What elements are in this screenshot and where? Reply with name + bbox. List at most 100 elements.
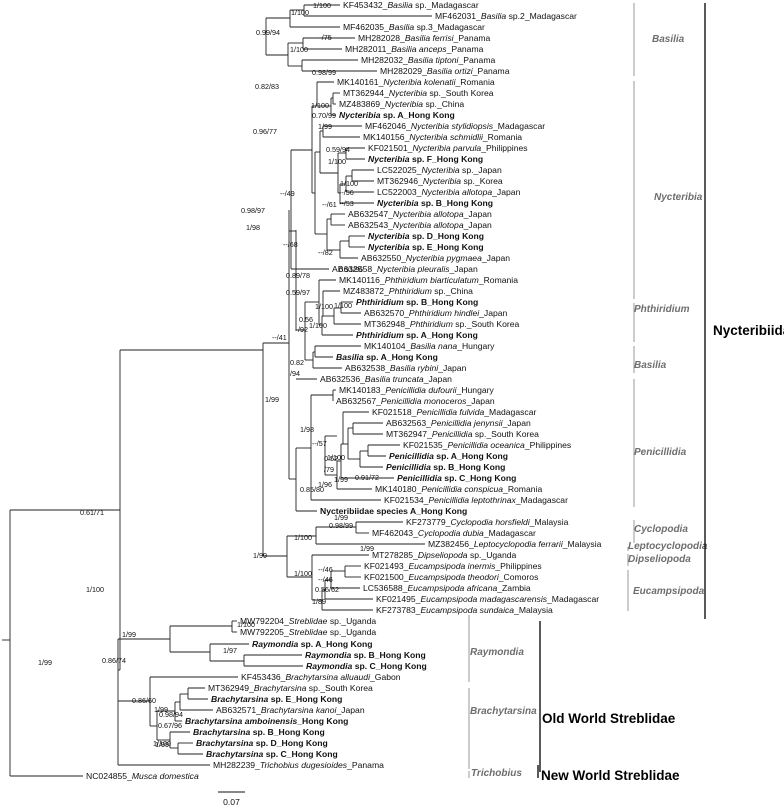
accession-id: KF021493_ <box>364 561 409 571</box>
taxon-locality: sp. B_Hong Kong <box>404 297 478 307</box>
accession-id: MH282239_ <box>213 760 260 770</box>
support-value: 1/100 <box>340 179 358 188</box>
taxon-locality: sp._Korea <box>461 176 503 186</box>
support-value: 1/100 <box>86 585 104 594</box>
support-value: 1/100 <box>311 101 329 110</box>
support-value: --/46 <box>318 575 333 584</box>
tip-label: Brachytarsina sp. E_Hong Kong <box>211 694 342 704</box>
accession-id: LC522003_ <box>377 187 422 197</box>
taxon-locality: _Japan <box>335 705 364 715</box>
tip-label: KF021518_Penicillidia fulvida_Madagascar <box>372 407 536 417</box>
taxon-name: Basilia tiptoni <box>408 55 460 65</box>
taxon-locality: _Madagascar <box>483 407 536 417</box>
tip-label: KF021493_Eucampsipoda inermis_Philippine… <box>364 561 542 571</box>
tip-label: MW792205_Streblidae sp._Uganda <box>240 627 376 637</box>
support-value: 1/100 <box>334 301 352 310</box>
taxon-name: Penicillidia monoceros <box>381 396 467 406</box>
support-value: 1/100 <box>294 569 312 578</box>
tip-label: MK140104_Basilia nana_Hungary <box>364 341 495 351</box>
accession-id: LC536588_ <box>363 583 408 593</box>
accession-id: KF021500_ <box>364 572 409 582</box>
taxon-locality: _Madagascar <box>492 121 545 131</box>
accession-id: MK140104_ <box>364 341 411 351</box>
taxon-name: Basilia <box>481 11 507 21</box>
taxon-name: Nycteribia allotopa <box>393 209 464 219</box>
taxon-locality: _Philippines <box>494 561 541 571</box>
accession-id: MZ483872_ <box>343 286 389 296</box>
support-value: 0.98/94 <box>159 710 183 719</box>
taxon-locality: _Panama <box>453 33 491 43</box>
accession-id: AB632536_ <box>320 374 365 384</box>
support-value: 1/100 <box>294 533 312 542</box>
taxon-locality: sp.3_Madagascar <box>414 22 485 32</box>
taxon-name: Brachytarsina <box>206 749 264 759</box>
support-value: 1/100 <box>313 1 331 10</box>
taxon-locality: sp. D_Hong Kong <box>410 231 484 241</box>
tip-label: AB632558_Nycteribia pleuralis_Japan <box>332 264 478 274</box>
support-value: 1/100 <box>315 302 333 311</box>
taxon-name: Phthiridium <box>389 286 432 296</box>
taxon-locality: _Japan <box>481 253 510 263</box>
accession-id: NC024855_ <box>86 771 132 781</box>
support-value: 1/99 <box>334 475 348 484</box>
accession-id: KF453432_ <box>343 0 388 10</box>
support-value: 1/99 <box>334 513 348 522</box>
tip-label: Brachytarsina sp. B_Hong Kong <box>193 727 325 737</box>
taxon-locality: sp._Uganda <box>468 550 517 560</box>
support-value: --/53 <box>339 199 354 208</box>
accession-id: MF462046_ <box>365 121 411 131</box>
accession-id: MK140180_ <box>375 484 422 494</box>
taxon-name: Phthiridium <box>356 297 404 307</box>
taxon-locality: sp. C_Hong Kong <box>442 473 516 483</box>
tip-label: AB632563_Penicillidia jenynsii_Japan <box>386 418 531 428</box>
support-value: 1/98 <box>300 425 314 434</box>
taxon-locality: sp. B_Hong Kong <box>351 650 425 660</box>
support-value: 0.96/77 <box>253 127 277 136</box>
support-value: 0.82 <box>290 358 304 367</box>
accession-id: AB632567_ <box>336 396 381 406</box>
taxon-name: Streblidae <box>289 627 328 637</box>
accession-id: KF021534_ <box>384 495 429 505</box>
taxon-locality: sp. B_Hong Kong <box>250 727 324 737</box>
tip-label: KF021495_Eucampsipoda madagascarensis_Ma… <box>376 594 599 604</box>
tip-label: Raymondia sp. A_Hong Kong <box>252 639 372 649</box>
accession-id: MH282032_ <box>361 55 408 65</box>
taxon-name: Penicillidia leptothrinax <box>428 495 516 505</box>
tip-label: MH282239_Trichobius dugesioides_Panama <box>213 760 384 770</box>
tip-label: Nycteribiidae species A_Hong Kong <box>320 506 467 516</box>
tree-branches <box>2 4 432 777</box>
accession-id: KF021501_ <box>368 143 413 153</box>
taxon-name: Eucampsipoda africana <box>407 583 497 593</box>
support-value: 1/99 <box>155 740 169 749</box>
support-value: --/46 <box>318 565 333 574</box>
accession-id: KF453436_ <box>241 672 286 682</box>
taxon-name: Nycteribia <box>339 110 381 120</box>
taxon-name: Nycteribia stylidiopsis <box>411 121 494 131</box>
taxon-locality: sp._South Korea <box>453 319 520 329</box>
tip-label: AB632571_Brachytarsina kanoi_Japan <box>216 705 365 715</box>
taxon-locality: _Japan <box>478 308 507 318</box>
genus-label: Basilia <box>652 34 685 45</box>
tip-label: KF453436_Brachytarsina alluaudi_Gabon <box>241 672 401 682</box>
tip-label: MF462043_Cyclopodia dubia_Madagascar <box>372 528 536 538</box>
tip-label: MH282028_Basilia ferrisi_Panama <box>358 33 491 43</box>
taxon-name: Nycteribia <box>421 165 459 175</box>
taxon-name: Leptocyclopodia ferrarii <box>474 539 564 549</box>
support-value: 0.89/78 <box>286 271 310 280</box>
support-value: 1/96 <box>318 480 332 489</box>
support-value: /79 <box>324 465 334 474</box>
taxon-locality: _Japan <box>463 220 492 230</box>
tip-label: MF462046_Nycteribia stylidiopsis_Madagas… <box>365 121 545 131</box>
taxon-name: Nycteribia <box>368 231 410 241</box>
accession-id: AB632570_ <box>364 308 409 318</box>
support-value: 1/99 <box>253 551 267 560</box>
tip-label: Phthiridium sp. A_Hong Kong <box>356 330 478 340</box>
taxon-name: Brachytarsina amboinensis <box>185 716 297 726</box>
tip-label: AB632543_Nycteribia allotopa_Japan <box>348 220 492 230</box>
tip-label: Penicillidia sp. B_Hong Kong <box>386 462 505 472</box>
support-value: --/57 <box>312 439 327 448</box>
taxon-name: Basilia rybini <box>390 363 439 373</box>
genus-label: Dipseliopoda <box>628 554 691 565</box>
support-value: 1/97 <box>223 646 237 655</box>
accession-id: MT362949_ <box>208 683 254 693</box>
